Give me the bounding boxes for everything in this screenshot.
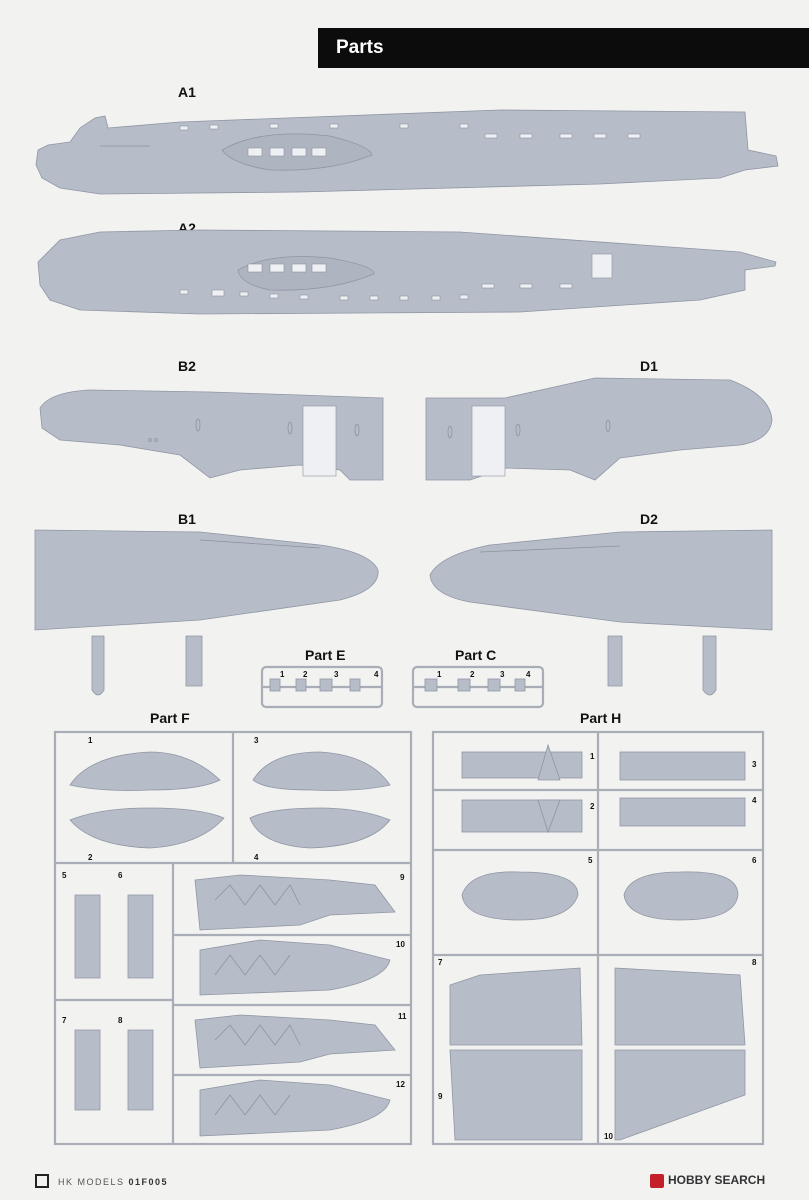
label-b2: B2 [178, 358, 196, 374]
watermark-text: HOBBY SEARCH [668, 1173, 766, 1187]
sprue-h-num-2: 2 [590, 802, 595, 811]
sprue-c-num-3: 3 [500, 670, 505, 679]
sprue-h-num-8: 8 [752, 958, 757, 967]
sprue-f-num-5: 5 [62, 871, 67, 880]
part-d2-wing [429, 529, 773, 696]
label-part-h: Part H [580, 710, 622, 726]
watermark: HOBBY SEARCH [650, 1173, 765, 1188]
brand-logo-icon [35, 1174, 49, 1188]
footer-brand: HK MODELS 01F005 [58, 1177, 168, 1187]
label-b1: B1 [178, 511, 196, 527]
sprue-h-num-4: 4 [752, 796, 757, 805]
label-part-f: Part F [150, 710, 190, 726]
sprue-part-h [431, 730, 765, 1146]
sprue-f-num-6: 6 [118, 871, 123, 880]
sprue-f-num-8: 8 [118, 1016, 123, 1025]
sprue-f-num-12: 12 [396, 1080, 405, 1089]
label-d2: D2 [640, 511, 658, 527]
sprue-f-num-4: 4 [254, 853, 259, 862]
label-part-e: Part E [305, 647, 346, 663]
sprue-c-num-1: 1 [437, 670, 442, 679]
sprue-f-num-1: 1 [88, 736, 93, 745]
sprue-part-e [260, 665, 384, 709]
sprue-f-num-9: 9 [400, 873, 405, 882]
footer-brand-name: HK MODELS [58, 1177, 125, 1187]
sprue-h-num-7: 7 [438, 958, 443, 967]
sprue-e-num-4: 4 [374, 670, 379, 679]
sprue-h-num-6: 6 [752, 856, 757, 865]
label-d1: D1 [640, 358, 658, 374]
part-b1-wing [34, 529, 379, 696]
sprue-h-num-10: 10 [604, 1132, 613, 1141]
sprue-e-num-3: 3 [334, 670, 339, 679]
page-title: Parts [336, 37, 384, 58]
sprue-h-num-9: 9 [438, 1092, 443, 1101]
sprue-f-num-7: 7 [62, 1016, 67, 1025]
sprue-e-num-1: 1 [280, 670, 285, 679]
sprue-c-num-2: 2 [470, 670, 475, 679]
sprue-part-f [53, 730, 413, 1146]
footer-product-code: 01F005 [128, 1177, 169, 1187]
part-d1-wing [425, 377, 773, 481]
part-a2-fuselage [37, 229, 777, 315]
part-a1-fuselage [35, 109, 779, 195]
watermark-logo-icon [650, 1173, 664, 1188]
sprue-h-num-1: 1 [590, 752, 595, 761]
sprue-f-num-11: 11 [398, 1012, 407, 1021]
label-part-c: Part C [455, 647, 497, 663]
sprue-c-num-4: 4 [526, 670, 531, 679]
part-b2-wing [39, 389, 384, 481]
sprue-f-num-10: 10 [396, 940, 405, 949]
sprue-h-num-3: 3 [752, 760, 757, 769]
sprue-f-num-2: 2 [88, 853, 93, 862]
sprue-f-num-3: 3 [254, 736, 259, 745]
sprue-e-num-2: 2 [303, 670, 308, 679]
page-header-bar: Parts [318, 28, 809, 68]
sprue-part-c [411, 665, 545, 709]
sprue-h-num-5: 5 [588, 856, 593, 865]
label-a1: A1 [178, 84, 196, 100]
